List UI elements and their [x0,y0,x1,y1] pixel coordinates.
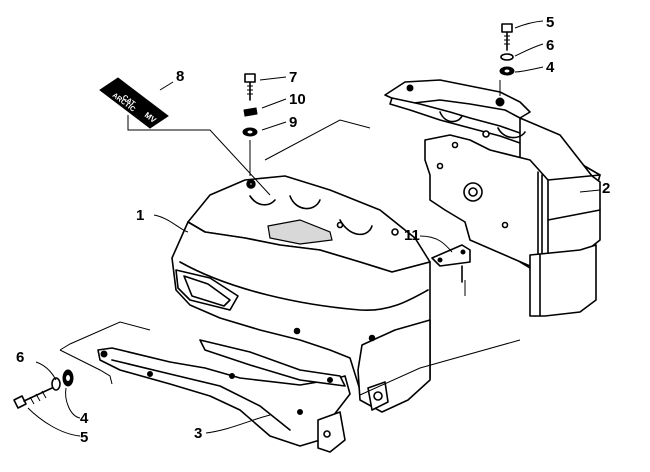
callout-6-bottom: 6 [16,349,24,366]
screw-stack-bottom-left [13,369,74,409]
callouts: 1 2 3 4 4 5 5 6 6 7 8 9 10 11 [16,14,610,446]
callout-6-top: 6 [546,37,554,54]
callout-3: 3 [194,425,202,442]
callout-4-bottom: 4 [80,410,89,427]
callout-7: 7 [289,69,297,86]
decal-plate-8: ARCTIC CAT MV [99,77,169,129]
callout-10: 10 [289,91,306,108]
rear-shroud-part [384,79,601,317]
leader-lines [27,20,601,437]
lower-bracket-part [97,339,351,453]
callout-5-top: 5 [546,14,554,31]
screw-stack-top-center [242,73,258,176]
callout-9: 9 [289,114,297,131]
mounting-bracket-11 [431,244,471,283]
assembly-lines [59,80,521,396]
main-shroud-part [171,175,431,413]
callout-11: 11 [404,227,420,244]
callout-1: 1 [136,207,144,224]
callout-4-top: 4 [546,59,555,76]
callout-8: 8 [176,68,184,85]
callout-2: 2 [602,180,610,197]
callout-5-bottom: 5 [80,429,88,446]
screw-stack-top-right [499,23,515,76]
